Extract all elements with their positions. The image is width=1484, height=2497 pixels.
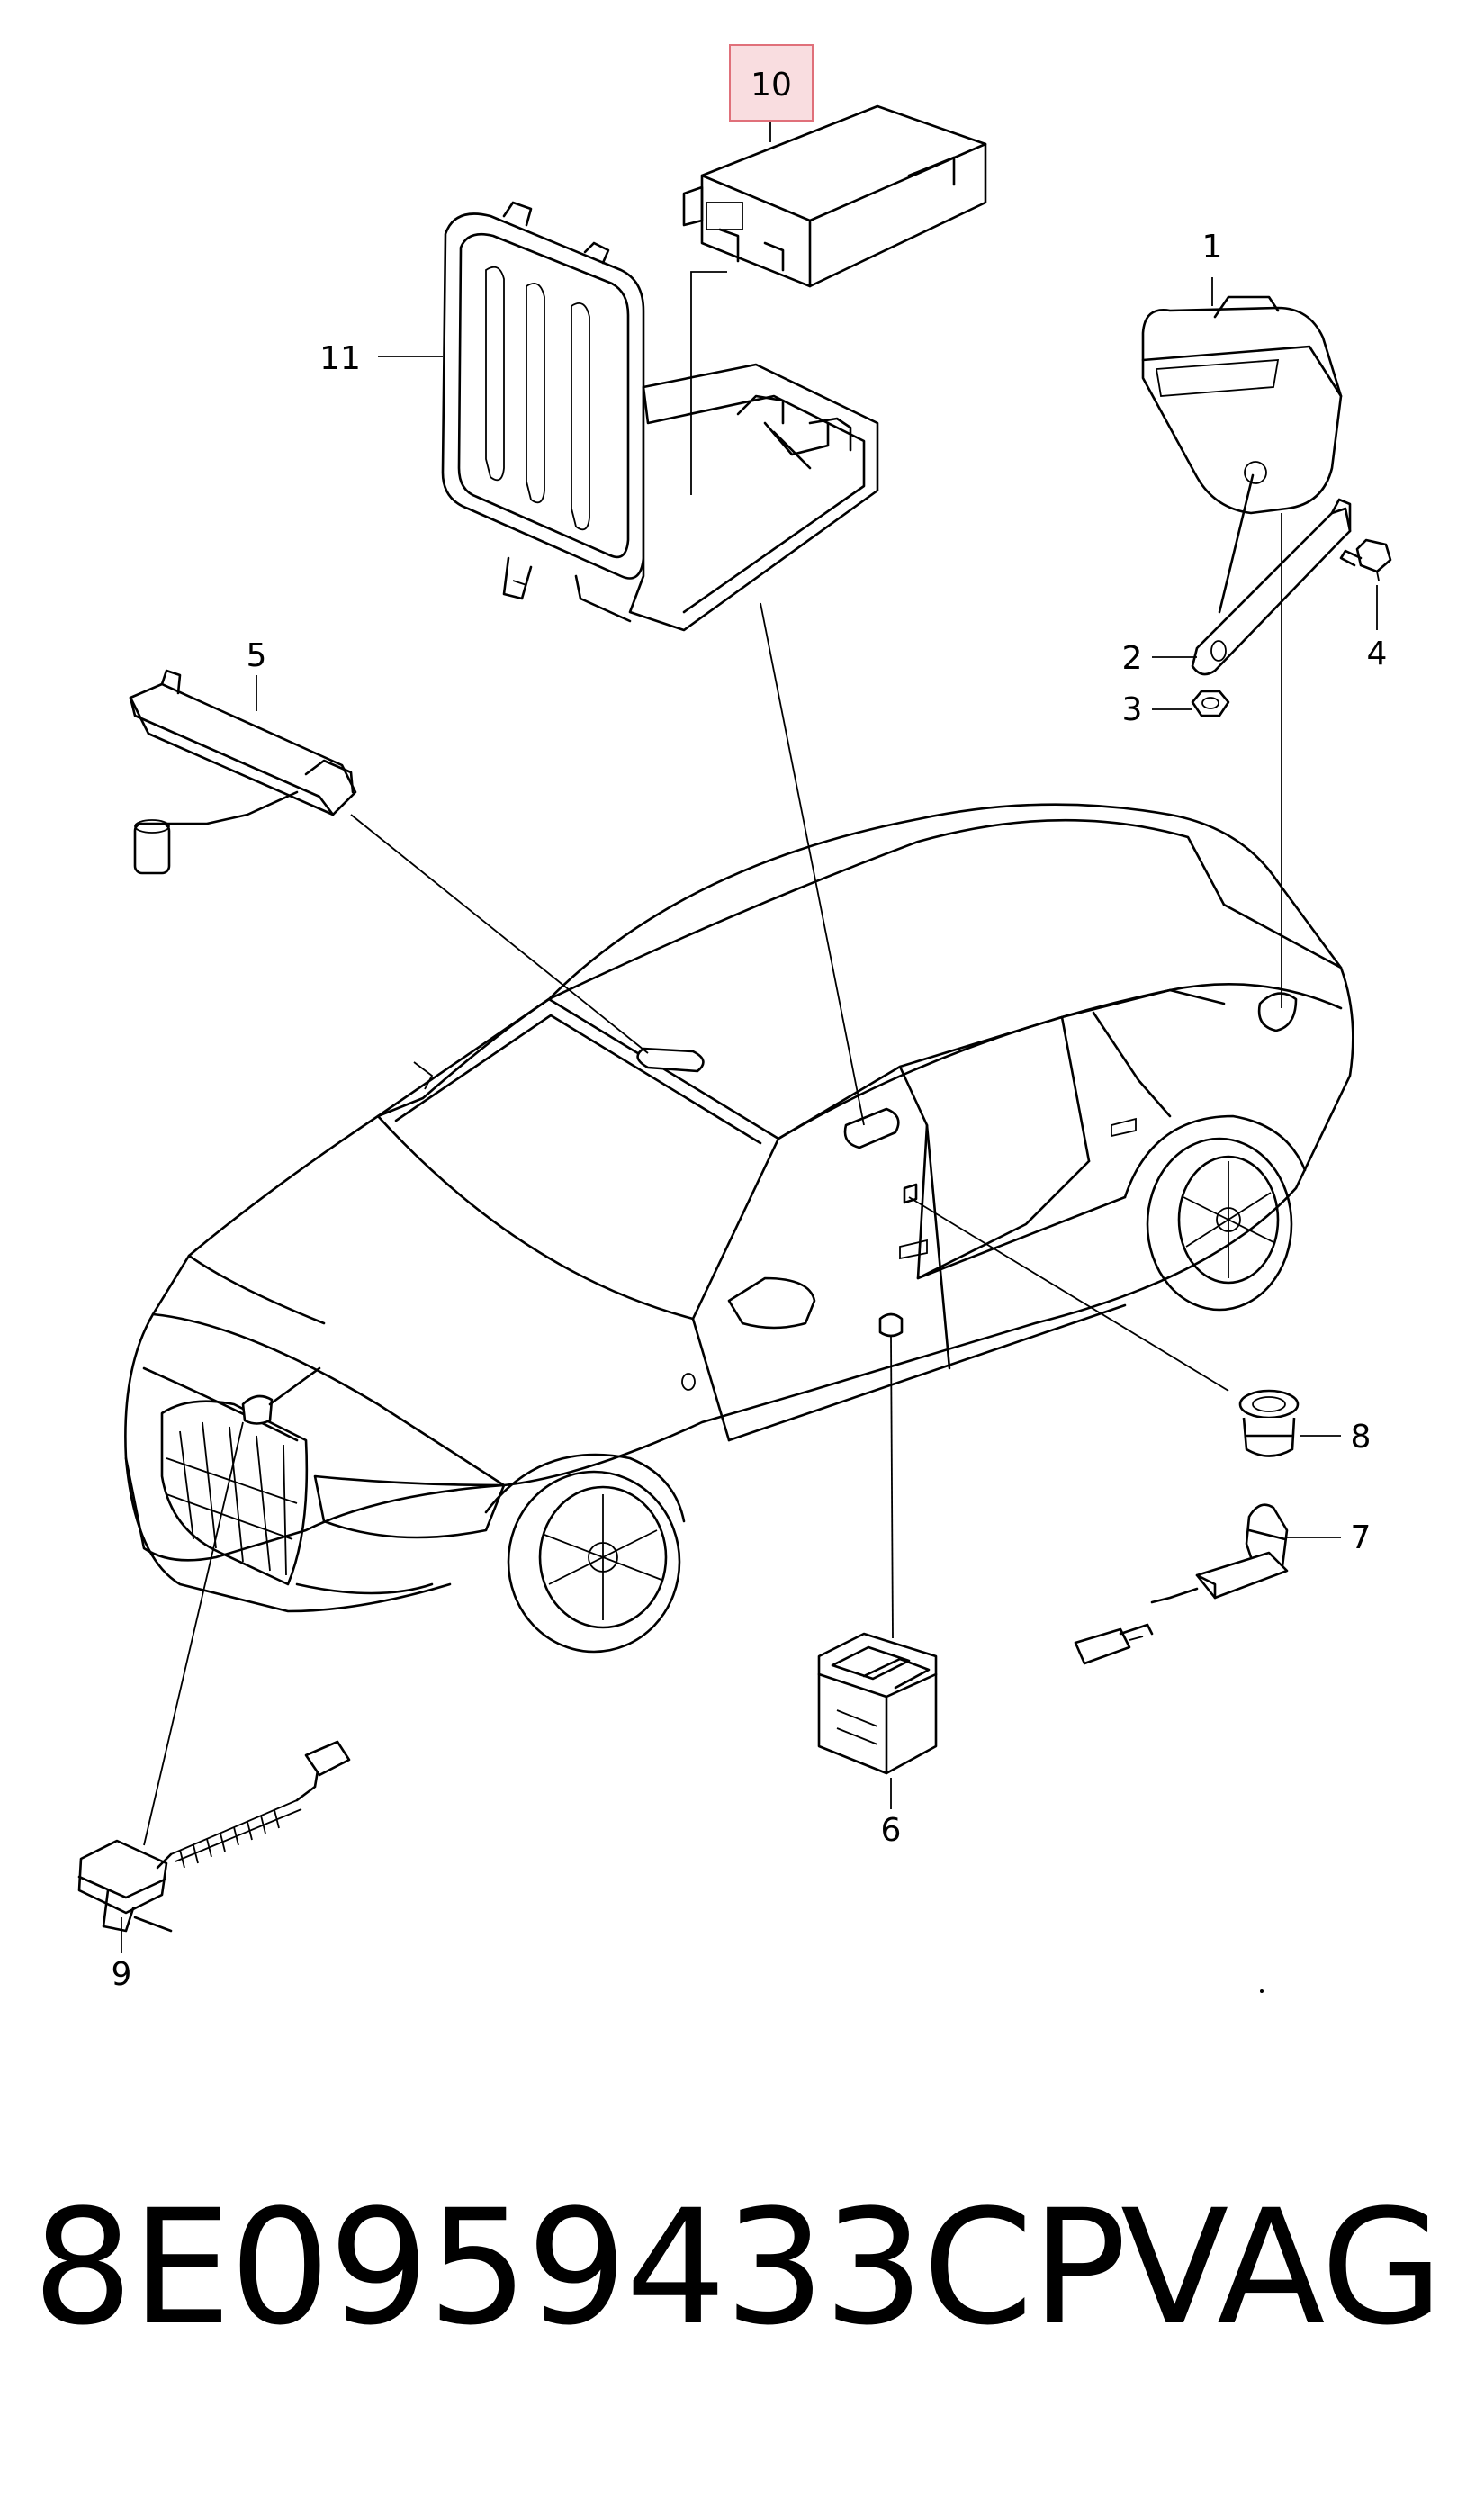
callout-5: 5 [247, 637, 267, 674]
part-6-switch[interactable] [817, 1632, 938, 1775]
callout-11: 11 [319, 340, 361, 377]
part-2-bracket[interactable] [1191, 498, 1352, 676]
part-1-module[interactable] [1141, 295, 1343, 614]
callout-labels: 10 11 1 2 3 4 5 8 7 6 9 [112, 44, 1388, 1993]
part-3-nut[interactable] [1191, 690, 1230, 717]
part-7-sensor[interactable] [1074, 1503, 1289, 1665]
callout-7: 7 [1351, 1519, 1372, 1556]
callout-4: 4 [1367, 636, 1388, 672]
car-body [124, 803, 1354, 1654]
brand-label: VAG [1120, 2176, 1444, 2360]
part-number: 8E0959433CP [32, 2176, 1127, 2360]
part-5-sensor[interactable] [129, 669, 357, 875]
callout-3: 3 [1122, 691, 1143, 728]
leader-lines [121, 110, 1378, 1953]
callout-1: 1 [1202, 229, 1223, 266]
part-10-control-unit[interactable] [682, 104, 987, 288]
callout-10: 10 [751, 67, 792, 104]
part-4-bolt[interactable] [1339, 538, 1392, 581]
callout-6: 6 [881, 1812, 902, 1849]
part-8-grommet[interactable] [1238, 1389, 1300, 1457]
stray-dot [1260, 1989, 1264, 1993]
callout-9: 9 [112, 1956, 132, 1993]
callout-10-highlight [729, 44, 814, 122]
part-9-hood-switch[interactable] [77, 1740, 351, 1933]
callout-2: 2 [1122, 640, 1143, 677]
callout-8: 8 [1351, 1419, 1372, 1456]
